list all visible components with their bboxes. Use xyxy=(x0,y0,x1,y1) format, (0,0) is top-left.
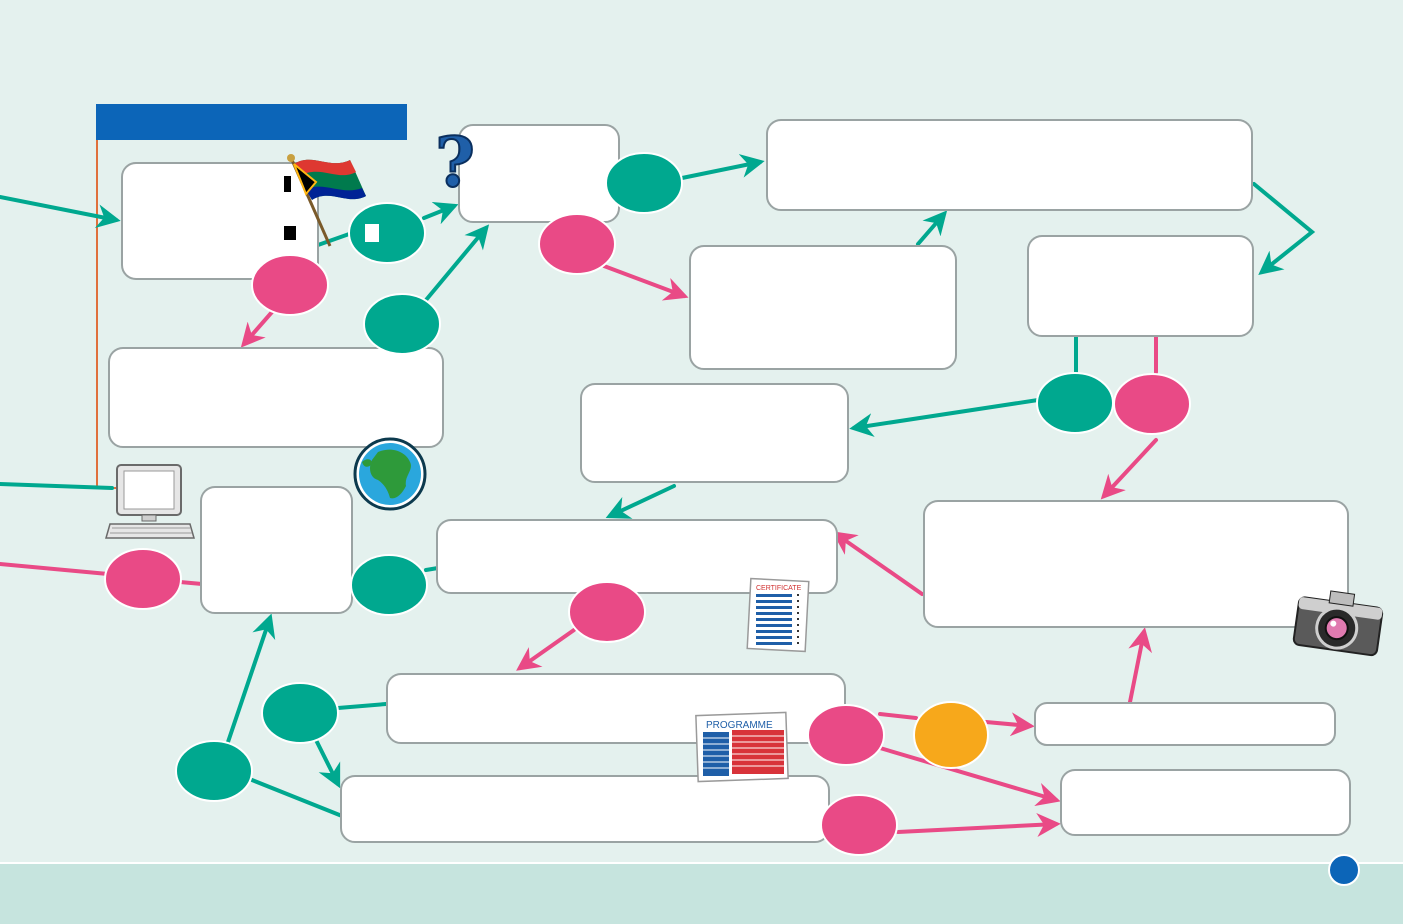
right-large-box xyxy=(923,500,1349,628)
question-box xyxy=(458,124,620,223)
connector-bottom-pink-to-right xyxy=(896,812,1061,837)
decision-circle-no xyxy=(820,794,898,856)
start-box-marker xyxy=(284,176,291,192)
question-mark-icon: ? xyxy=(434,122,476,204)
programme-icon-label: PROGRAMME xyxy=(706,720,773,731)
connector-flag-circle xyxy=(316,231,354,247)
svg-text:?: ? xyxy=(435,123,475,203)
lower-right-thin-box xyxy=(1034,702,1336,746)
south-africa-flag-icon xyxy=(287,154,366,247)
decision-circle-no xyxy=(807,704,885,766)
connector-right-to-middle-left xyxy=(849,398,1040,437)
decision-circle-no xyxy=(538,213,616,275)
connector-entry-computer xyxy=(0,482,114,490)
middle-left-box xyxy=(580,383,849,483)
connector-entry-start xyxy=(0,195,121,229)
title-bar xyxy=(96,104,407,140)
decision-circle-yes xyxy=(261,682,339,744)
small-left-box xyxy=(200,486,353,614)
certificate-icon-label: CERTIFICATE xyxy=(756,585,802,592)
connector-entry-pink xyxy=(0,562,110,576)
connector-start-to-left-wide xyxy=(240,310,274,348)
decision-circle-yes xyxy=(175,740,253,802)
connector-center-to-wide xyxy=(916,210,948,246)
decision-circle-no xyxy=(104,548,182,610)
connector-teal-down xyxy=(314,738,341,789)
connector-pink-to-small xyxy=(178,580,204,586)
connector-question-to-center xyxy=(602,264,689,301)
right-middle-box xyxy=(1027,235,1254,337)
connector-teal-to-lower xyxy=(336,702,388,710)
top-wide-box xyxy=(766,119,1253,211)
connector-middle-to-center-wide xyxy=(605,484,676,519)
connector-wide-to-right xyxy=(1252,182,1316,275)
decision-circle-yes xyxy=(363,293,441,355)
bottom-right-box xyxy=(1060,769,1351,836)
connector-lower-to-question xyxy=(424,224,490,302)
footer-band xyxy=(0,862,1403,924)
connector-right-to-large xyxy=(1100,438,1158,500)
decision-circle-no xyxy=(251,254,329,316)
connector-bottom-to-wide xyxy=(250,778,344,818)
connector-large-to-center-wide xyxy=(832,531,924,596)
connector-pink-to-bottom-right xyxy=(878,746,1061,807)
decision-circle-yes xyxy=(350,554,428,616)
camera-icon xyxy=(1292,590,1384,657)
bottom-wide-box xyxy=(340,775,830,843)
connector-pink-to-orange xyxy=(878,712,918,720)
decision-circle-no xyxy=(1113,373,1191,435)
center-box xyxy=(689,245,957,370)
decision-circle-no xyxy=(568,581,646,643)
connector-bottom-up xyxy=(226,613,276,744)
connector-to-question xyxy=(422,201,459,225)
page-number-dot xyxy=(1328,854,1360,886)
programme-icon: PROGRAMME xyxy=(695,711,789,783)
connector-question-to-wide xyxy=(680,154,765,180)
certificate-icon: CERTIFICATE xyxy=(746,577,810,653)
start-box-marker xyxy=(284,226,296,240)
connector-pink-to-lower xyxy=(516,628,576,671)
connector-orange-to-thin xyxy=(984,712,1035,737)
left-wide-box xyxy=(108,347,444,448)
computer-icon xyxy=(105,464,195,539)
decision-circle-marker xyxy=(365,224,379,242)
connector-thin-to-large xyxy=(1128,627,1153,704)
decision-circle-yes xyxy=(1036,372,1114,434)
decision-circle-neutral xyxy=(913,701,989,769)
globe-icon xyxy=(353,437,427,511)
decision-circle-yes xyxy=(348,202,426,264)
decision-circle-yes xyxy=(605,152,683,214)
